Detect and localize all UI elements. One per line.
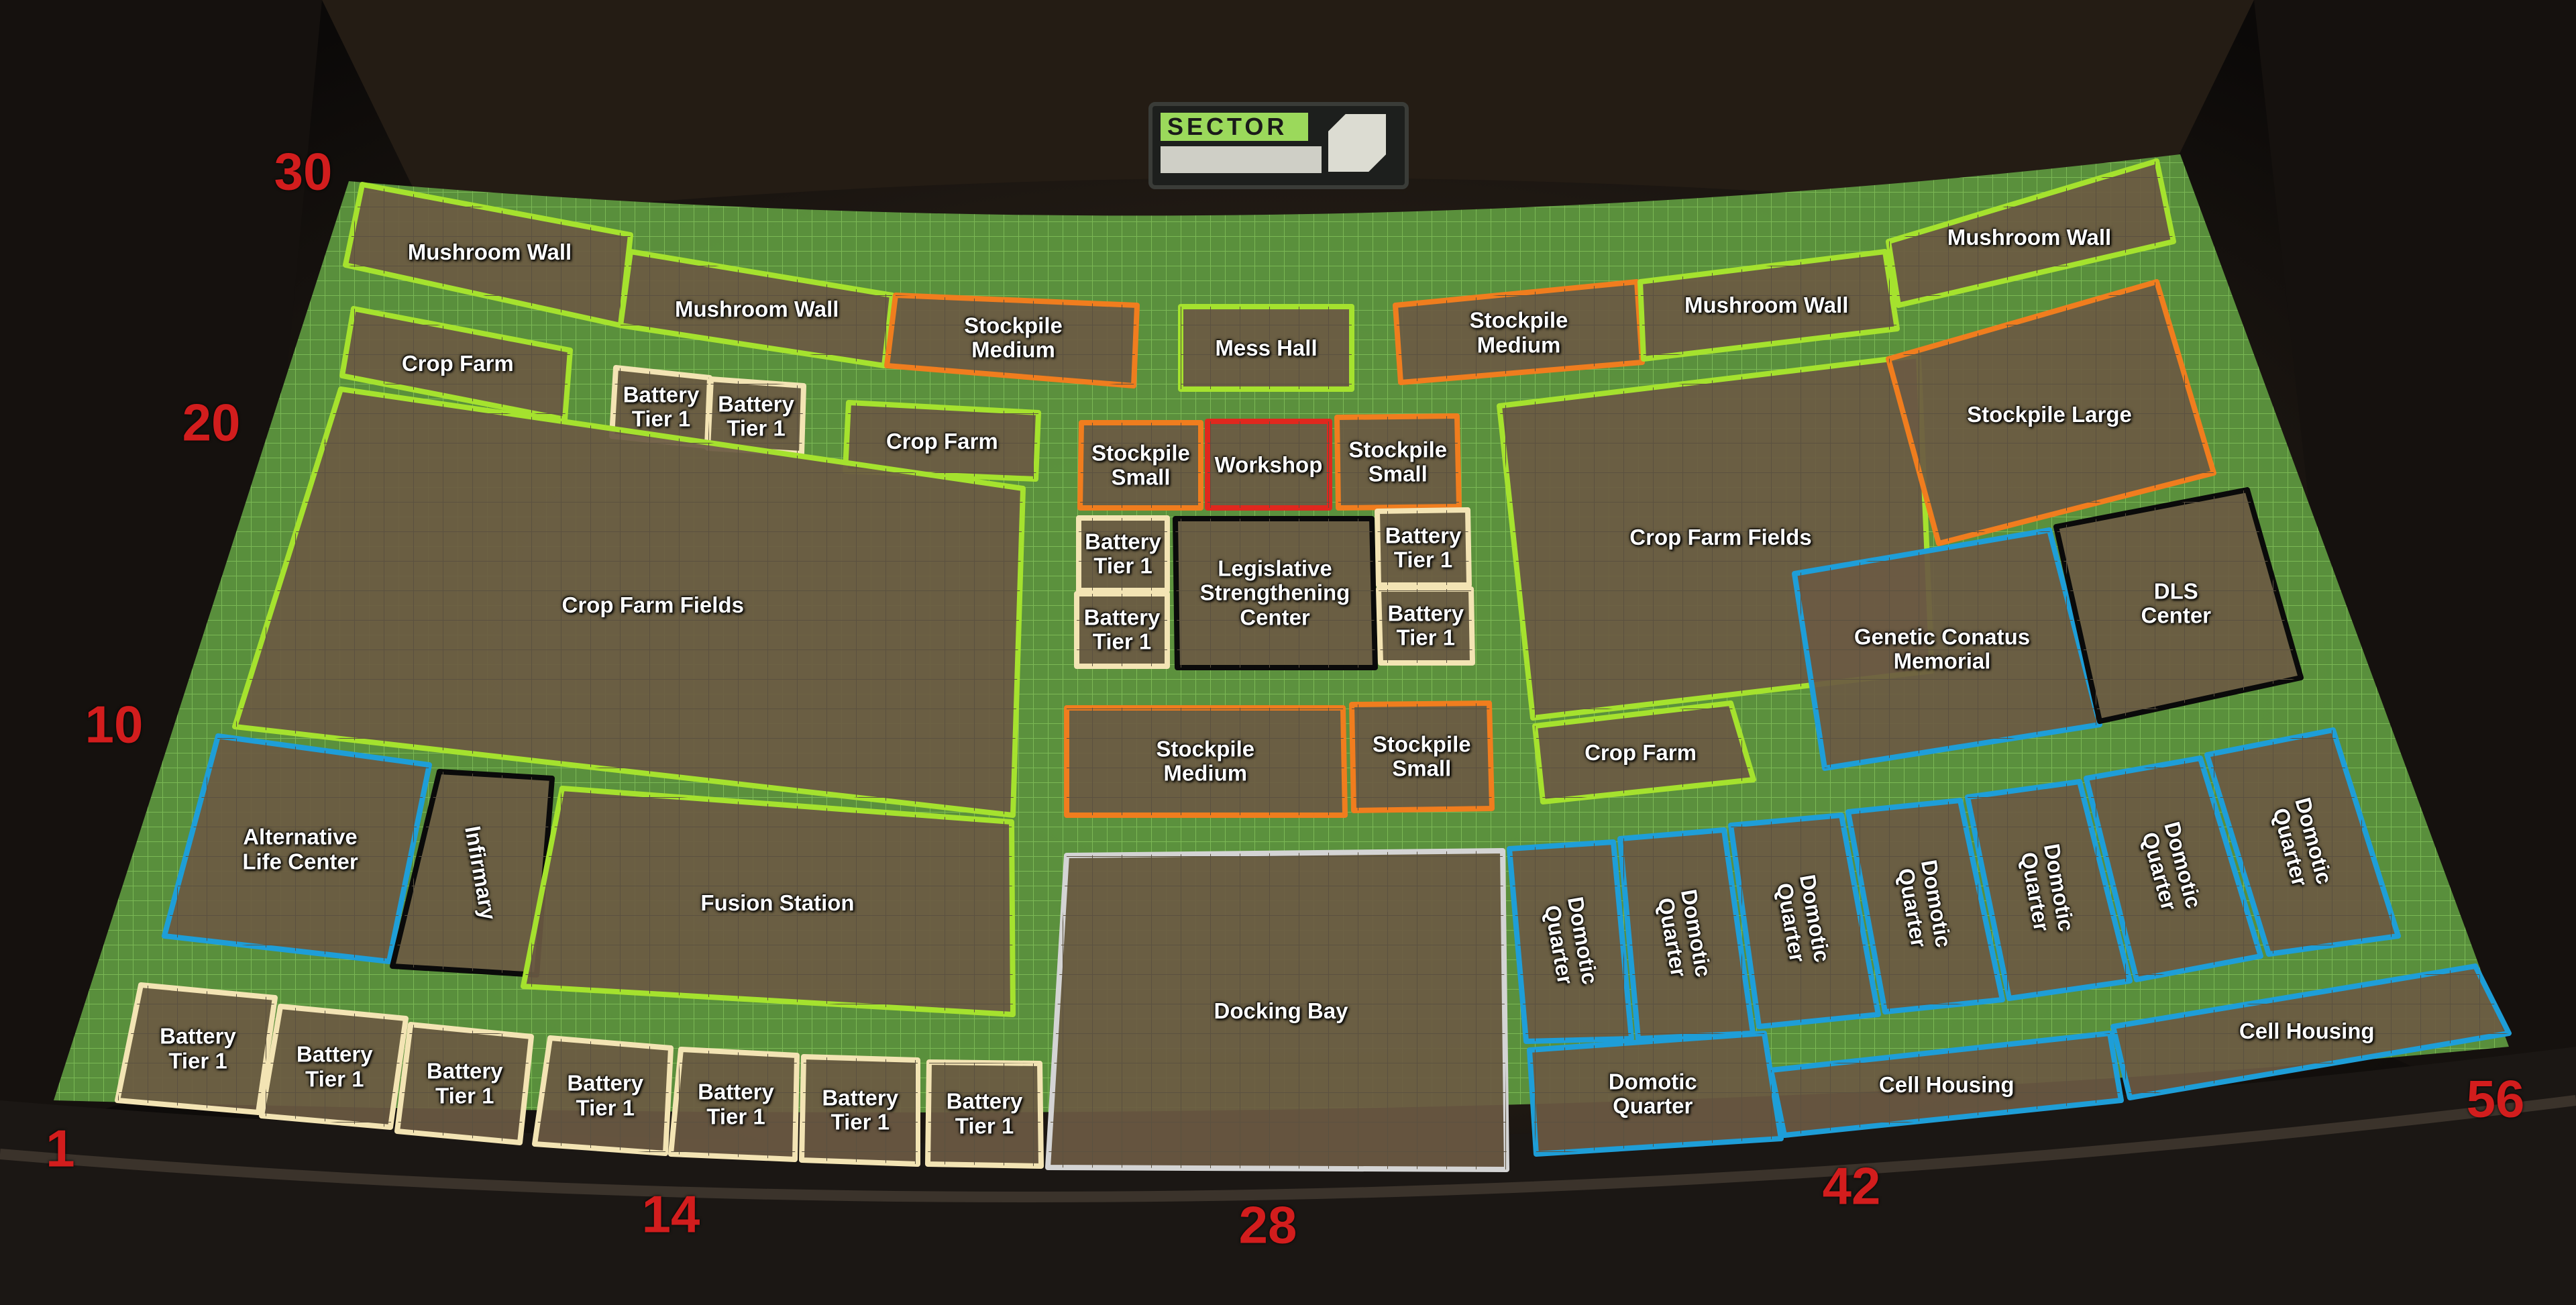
battery-tier1-3-label: Battery Tier 1 [1085,529,1161,578]
domotic-quarter-4-plot[interactable] [1848,800,2002,1012]
mushroom-wall-1-label: Mushroom Wall [407,240,572,265]
stockpile-medium-1-label: Stockpile Medium [964,313,1063,362]
domotic-quarter-5-plot[interactable] [1968,782,2130,998]
workshop-plot[interactable] [1208,421,1330,508]
battery-tier1-2-label: Battery Tier 1 [718,391,794,441]
stockpile-small-1-plot[interactable] [1080,423,1201,508]
battery-tier1-1-label: Battery Tier 1 [623,382,700,431]
stockpile-small-2-plot[interactable] [1337,416,1459,508]
cell-housing-1-plot[interactable] [1771,1033,2121,1135]
crop-farm-3-plot[interactable] [1535,703,1754,802]
battery-tier1-12-label: Battery Tier 1 [822,1085,899,1135]
battery-tier1-10-label: Battery Tier 1 [567,1070,644,1120]
battery-tier1-6-plot[interactable] [1379,589,1472,663]
dls-center-plot[interactable] [2056,490,2301,721]
stockpile-medium-1-plot[interactable] [887,295,1137,386]
battery-tier1-8-plot[interactable] [262,1006,406,1127]
fusion-station-label: Fusion Station [700,890,855,915]
sector-plaque-icon [1328,114,1386,172]
battery-tier1-6-label: Battery Tier 1 [1387,601,1464,650]
genetic-conatus-memorial-plot[interactable] [1794,530,2100,768]
crop-farm-3-label: Crop Farm [1585,739,1697,765]
battery-tier1-11-plot[interactable] [671,1049,797,1159]
domotic-quarter-6-plot[interactable] [2086,758,2261,980]
stockpile-medium-3-plot[interactable] [1067,708,1345,815]
battery-tier1-3-plot[interactable] [1079,518,1167,590]
mushroom-wall-3-label: Mushroom Wall [1684,292,1849,317]
battery-tier1-9-plot[interactable] [397,1025,531,1143]
battery-tier1-13-label: Battery Tier 1 [946,1088,1023,1139]
mushroom-wall-4-plot[interactable] [1888,161,2174,305]
mushroom-wall-2-label: Mushroom Wall [675,297,839,322]
battery-tier1-5-label: Battery Tier 1 [1083,605,1161,654]
stockpile-small-1-label: Stockpile Small [1091,440,1190,490]
cell-housing-2-label: Cell Housing [2239,1018,2375,1043]
mushroom-wall-4-label: Mushroom Wall [1947,224,2112,250]
mushroom-wall-2-plot[interactable] [621,252,892,366]
stockpile-small-3-plot[interactable] [1352,703,1492,811]
legislative-strengthening-center-plot[interactable] [1175,519,1375,668]
dls-center-label: DLS Center [2141,578,2212,628]
genetic-conatus-memorial-label: Genetic Conatus Memorial [1854,624,2031,674]
crop-farm-1-label: Crop Farm [401,350,514,376]
stockpile-medium-2-label: Stockpile Medium [1469,307,1568,358]
sector-sign: SECTOR [1148,102,1409,189]
cell-housing-1-label: Cell Housing [1878,1072,2015,1097]
alternative-life-center-plot[interactable] [164,736,429,961]
domotic-quarter-8-plot[interactable] [1529,1033,1781,1154]
crop-farm-fields-left-label: Crop Farm Fields [561,592,744,617]
battery-tier1-7-plot[interactable] [117,985,275,1112]
alternative-life-center-label: Alternative Life Center [242,824,358,874]
stockpile-small-3-label: Stockpile Small [1372,731,1471,781]
mess-hall-label: Mess Hall [1215,335,1318,360]
legislative-strengthening-center-label: Legislative Strengthening Center [1199,556,1350,630]
mess-hall-plot[interactable] [1181,307,1352,389]
docking-bay-label: Docking Bay [1214,998,1348,1023]
battery-tier1-13-plot[interactable] [928,1062,1041,1166]
cell-housing-2-plot[interactable] [2113,966,2509,1098]
battery-tier1-11-label: Battery Tier 1 [698,1079,774,1129]
infirmary-plot[interactable] [392,772,552,975]
stockpile-large-label: Stockpile Large [1967,401,2132,427]
battery-tier1-2-plot[interactable] [708,379,804,454]
battery-tier1-8-label: Battery Tier 1 [296,1041,373,1092]
domotic-quarter-3-plot[interactable] [1731,815,1878,1027]
docking-bay-plot[interactable] [1048,851,1507,1169]
battery-tier1-1-plot[interactable] [612,368,710,446]
railing-stripe [0,1095,2576,1202]
crop-farm-2-plot[interactable] [845,403,1038,479]
workshop-label: Workshop [1214,452,1323,477]
battery-tier1-4-label: Battery Tier 1 [1385,523,1462,572]
stockpile-large-plot[interactable] [1888,282,2214,543]
crop-farm-fields-right-label: Crop Farm Fields [1629,525,1812,550]
domotic-quarter-1-plot[interactable] [1509,842,1631,1041]
battery-tier1-9-label: Battery Tier 1 [426,1058,503,1108]
stockpile-small-2-label: Stockpile Small [1348,437,1448,486]
battery-tier1-7-label: Battery Tier 1 [160,1023,236,1074]
sector-sign-title: SECTOR [1161,113,1308,141]
fusion-station-plot[interactable] [523,788,1013,1014]
mushroom-wall-1-plot[interactable] [345,185,631,325]
mushroom-wall-3-plot[interactable] [1640,252,1897,359]
domotic-quarter-7-plot[interactable] [2207,730,2398,954]
battery-tier1-5-plot[interactable] [1077,594,1167,666]
stockpile-medium-2-plot[interactable] [1395,282,1642,382]
battery-tier1-4-plot[interactable] [1377,510,1469,585]
right-wall [2254,0,2576,1141]
battery-tier1-12-plot[interactable] [802,1057,918,1164]
sector-sign-panel [1161,146,1322,173]
battery-tier1-10-plot[interactable] [535,1038,671,1153]
stockpile-medium-3-label: Stockpile Medium [1156,736,1255,786]
crop-farm-2-label: Crop Farm [885,428,998,454]
crop-farm-1-plot[interactable] [342,309,570,419]
domotic-quarter-8-label: Domotic Quarter [1608,1069,1697,1118]
domotic-quarter-2-plot[interactable] [1620,830,1753,1039]
crop-farm-fields-left-plot[interactable] [235,389,1023,815]
